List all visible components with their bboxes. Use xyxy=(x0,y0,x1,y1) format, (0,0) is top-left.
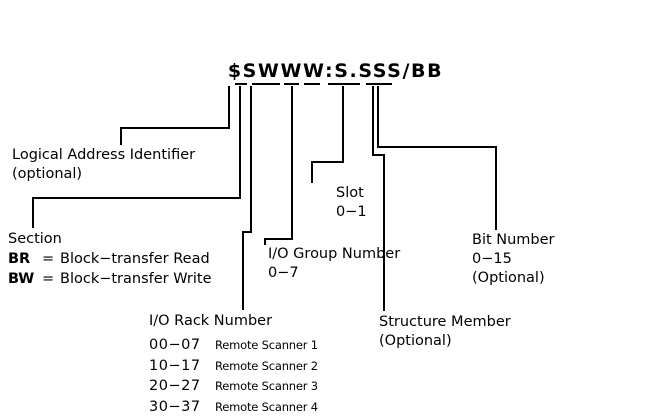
label-structure-member: Structure Member (Optional) xyxy=(379,313,511,351)
bit-number-note: (Optional) xyxy=(472,270,545,286)
label-io-rack-number: I/O Rack Number 00−07 Remote Scanner 1 1… xyxy=(149,312,318,417)
section-row-equals: = xyxy=(42,251,55,267)
section-row-code: BW xyxy=(8,271,35,287)
logical-address-identifier-note: (optional) xyxy=(12,166,83,182)
section-row-code: BR xyxy=(8,251,31,267)
section-row: BW = Block−transfer Write xyxy=(8,269,212,289)
structure-member-note: (Optional) xyxy=(379,333,452,349)
leader-logical-address-identifier xyxy=(120,86,230,145)
leader-io-group-number xyxy=(264,86,293,245)
address-format-string: $SWWW:S.SSS/BB xyxy=(227,60,444,82)
section-row-desc: Block−transfer Write xyxy=(60,271,212,287)
bit-number-range: 0−15 xyxy=(472,251,512,267)
io-group-number-title: I/O Group Number xyxy=(268,246,401,262)
slot-title: Slot xyxy=(336,185,364,201)
leader-slot xyxy=(311,86,344,183)
label-logical-address-identifier: Logical Address Identifier (optional) xyxy=(12,146,195,184)
leader-bit-number xyxy=(377,86,497,230)
io-group-number-range: 0−7 xyxy=(268,265,299,281)
bit-number-title: Bit Number xyxy=(472,232,555,248)
io-rack-range: 20−27 xyxy=(149,378,201,394)
section-row-equals: = xyxy=(42,271,55,287)
io-rack-scanner: Remote Scanner 3 xyxy=(215,379,318,393)
label-section: Section BR = Block−transfer Read BW = Bl… xyxy=(8,230,212,289)
io-rack-number-title: I/O Rack Number xyxy=(149,313,273,329)
structure-member-title: Structure Member xyxy=(379,314,511,330)
label-slot: Slot 0−1 xyxy=(336,184,367,222)
io-rack-scanner: Remote Scanner 1 xyxy=(215,338,318,352)
slot-range: 0−1 xyxy=(336,204,367,220)
section-row: BR = Block−transfer Read xyxy=(8,249,212,269)
io-rack-row: 00−07 Remote Scanner 1 xyxy=(149,335,318,356)
section-title: Section xyxy=(8,231,62,247)
logical-address-identifier-title: Logical Address Identifier xyxy=(12,147,196,163)
label-io-group-number: I/O Group Number 0−7 xyxy=(268,245,400,283)
io-rack-range: 30−37 xyxy=(149,398,201,415)
io-rack-scanner: Remote Scanner 2 xyxy=(215,358,318,373)
io-rack-range: 00−07 xyxy=(149,337,201,353)
io-rack-range: 10−17 xyxy=(149,357,201,374)
io-rack-row: 30−37 Remote Scanner 4 xyxy=(149,397,318,418)
section-row-desc: Block−transfer Read xyxy=(60,251,210,267)
label-bit-number: Bit Number 0−15 (Optional) xyxy=(472,231,555,288)
io-rack-row: 10−17 Remote Scanner 2 xyxy=(149,356,318,377)
leader-section xyxy=(32,86,241,228)
leader-structure-member xyxy=(372,86,385,311)
leader-io-rack-number xyxy=(242,86,252,310)
io-rack-scanner: Remote Scanner 4 xyxy=(215,399,318,414)
io-rack-row: 20−27 Remote Scanner 3 xyxy=(149,376,318,397)
